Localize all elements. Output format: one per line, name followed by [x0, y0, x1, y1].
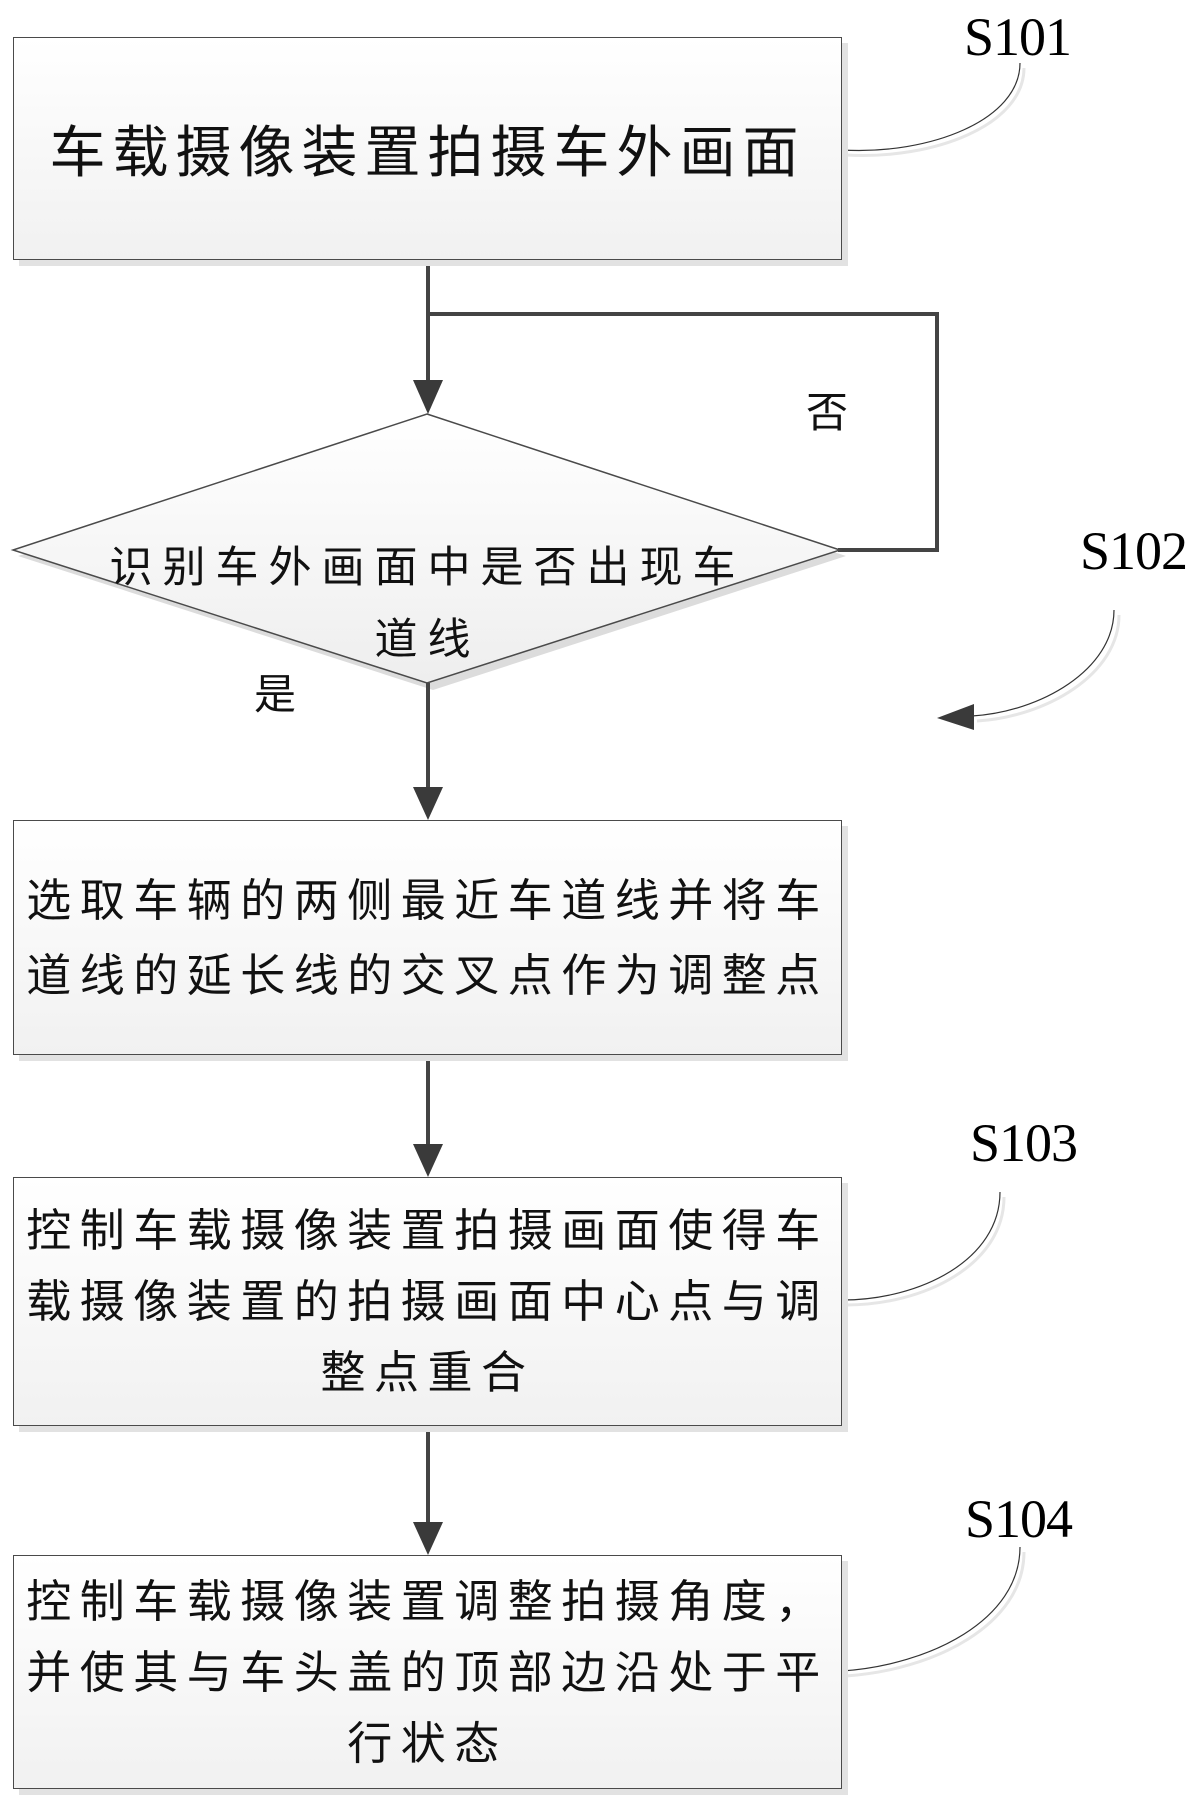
step-label-s102: S102 [1080, 521, 1188, 581]
callout-s102 [976, 614, 1121, 723]
step-label-s101: S101 [964, 7, 1072, 67]
callout-arrowhead-icon [937, 704, 974, 730]
process-box-s101: 车载摄像装置拍摄车外画面 [13, 37, 842, 260]
decision-text-line: 道线 [374, 615, 481, 665]
callout-s104 [845, 1551, 1026, 1678]
edge-no-loop [428, 312, 939, 552]
arrowhead-icon [413, 787, 443, 820]
callout-s101 [845, 67, 1026, 157]
process-box-s104: 控制车载摄像装置调整拍摄角度， 并使其与车头盖的顶部边沿处于平 行状态 [13, 1555, 842, 1789]
arrowhead-icon [413, 1522, 443, 1555]
callout-s102 [971, 609, 1115, 717]
arrowhead-icon [413, 1144, 443, 1177]
box-text-line: 控制车载摄像装置调整拍摄角度， [26, 1574, 829, 1628]
callout-s104 [841, 1546, 1021, 1672]
box-text-line: 载摄像装置的拍摄画面中心点与调 [26, 1275, 829, 1328]
callout-s103 [841, 1191, 1001, 1301]
process-box-s103: 控制车载摄像装置拍摄画面使得车 载摄像装置的拍摄画面中心点与调 整点重合 [13, 1177, 842, 1426]
arrowhead-icon [413, 380, 443, 414]
callout-s103 [845, 1196, 1006, 1307]
callout-s101 [841, 62, 1021, 152]
branch-label-yes: 是 [254, 670, 297, 719]
box-text-line: 控制车载摄像装置拍摄画面使得车 [26, 1204, 829, 1257]
decision-text: 识别车外画面中是否出现车 道线 [60, 520, 795, 688]
decision-text-line: 识别车外画面中是否出现车 [109, 543, 746, 593]
process-box-select-lanes: 选取车辆的两侧最近车道线并将车 道线的延长线的交叉点作为调整点 [13, 820, 842, 1055]
box-text-line: 并使其与车头盖的顶部边沿处于平 [26, 1645, 829, 1699]
box-text-line: 整点重合 [320, 1346, 535, 1399]
box-text-line: 道线的延长线的交叉点作为调整点 [26, 948, 829, 1002]
box-text-line: 选取车辆的两侧最近车道线并将车 [26, 873, 829, 927]
branch-label-no: 否 [806, 388, 849, 437]
box-text-line: 车载摄像装置拍摄车外画面 [49, 121, 806, 186]
box-text-line: 行状态 [347, 1716, 508, 1770]
step-label-s104: S104 [965, 1489, 1073, 1549]
step-label-s103: S103 [970, 1113, 1078, 1173]
